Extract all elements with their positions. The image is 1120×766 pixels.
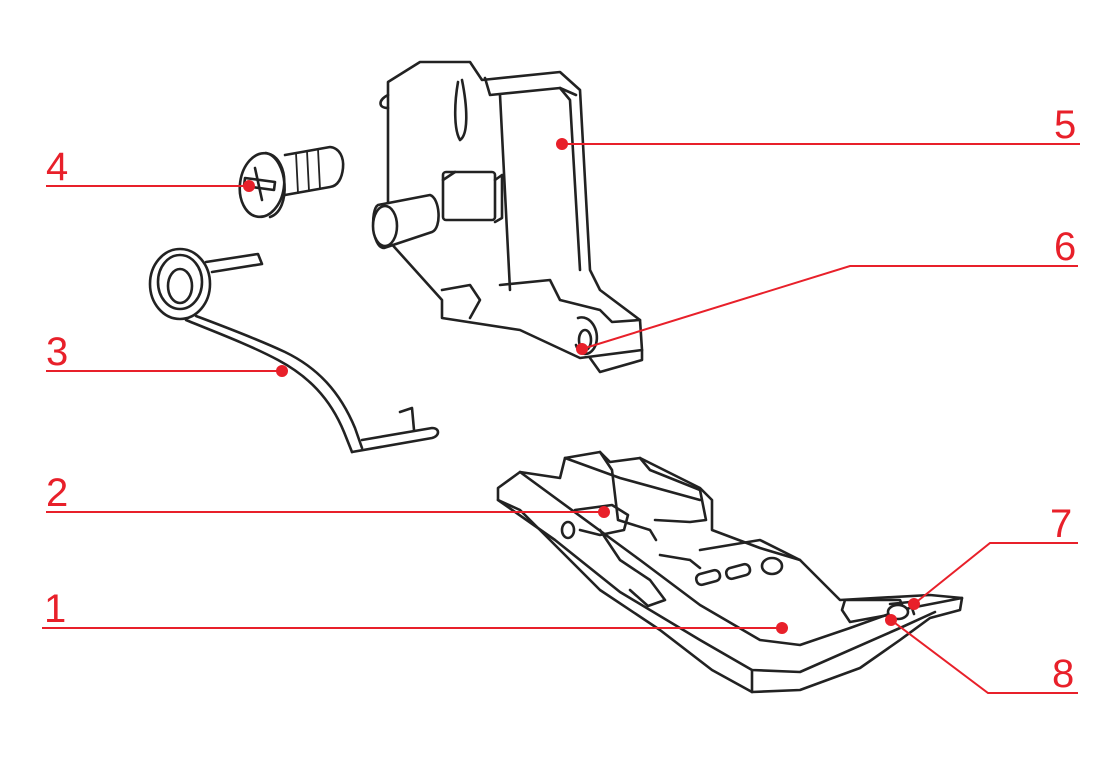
callout-labels: 1 2 3 4 5 6 7 8 xyxy=(44,103,1076,696)
leader-dot-6 xyxy=(576,343,588,355)
leader-line-6 xyxy=(581,265,1078,350)
callout-label-7: 7 xyxy=(1050,502,1072,546)
leader-line-8 xyxy=(890,619,1078,694)
callout-label-8: 8 xyxy=(1052,652,1074,696)
leader-dot-1 xyxy=(776,622,788,634)
leader-dot-3 xyxy=(276,365,288,377)
callout-label-5: 5 xyxy=(1054,103,1076,147)
spring-part xyxy=(148,247,440,454)
shank-holder-part xyxy=(371,60,644,374)
callout-leaders xyxy=(42,138,1080,694)
callout-label-6: 6 xyxy=(1054,225,1076,269)
callout-label-1: 1 xyxy=(44,587,66,631)
callout-label-4: 4 xyxy=(46,145,68,189)
leader-dot-4 xyxy=(243,180,255,192)
screw-part xyxy=(238,145,345,219)
leader-dot-8 xyxy=(885,614,897,626)
leader-dot-7 xyxy=(908,598,920,610)
leader-dot-2 xyxy=(598,506,610,518)
presser-foot-part xyxy=(496,450,964,694)
leader-line-7 xyxy=(913,542,1078,605)
leader-dot-5 xyxy=(556,138,568,150)
callout-label-2: 2 xyxy=(46,471,68,515)
callout-label-3: 3 xyxy=(46,330,68,374)
